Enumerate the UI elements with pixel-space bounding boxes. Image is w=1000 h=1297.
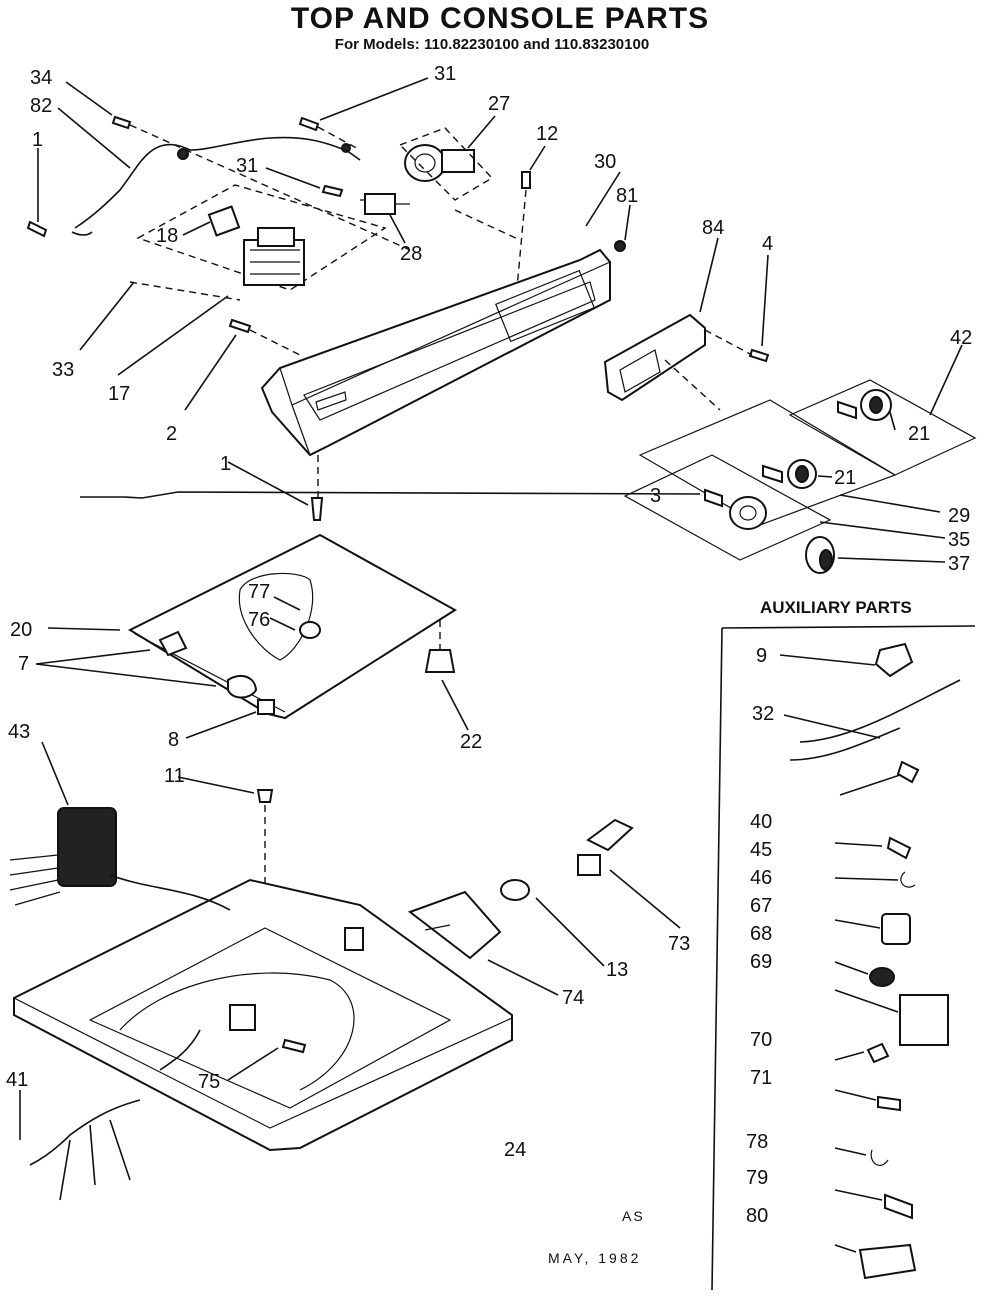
callout-29: 29 xyxy=(948,505,970,527)
aux-part-32: 32 xyxy=(752,703,774,725)
callout-2: 2 xyxy=(166,423,177,445)
callout-1-top: 1 xyxy=(32,129,43,151)
aux-part-46: 46 xyxy=(750,867,772,889)
diagram-subtitle: For Models: 110.82230100 and 110.8323010… xyxy=(334,36,650,53)
auxiliary-parts-panel xyxy=(711,625,976,1291)
callout-30: 30 xyxy=(594,151,616,173)
aux-part-71: 71 xyxy=(750,1067,772,1089)
callout-73: 73 xyxy=(668,933,690,955)
aux-part-80: 80 xyxy=(746,1205,768,1227)
callout-24: 24 xyxy=(504,1139,526,1161)
callout-31-mid: 31 xyxy=(236,155,258,177)
callout-21-upper: 21 xyxy=(908,423,930,445)
callout-21-lower: 21 xyxy=(834,467,856,489)
wiring-and-transformer-group xyxy=(26,115,531,356)
callout-74: 74 xyxy=(562,987,584,1009)
callout-4: 4 xyxy=(762,233,773,255)
console-panel xyxy=(260,240,770,521)
callout-42: 42 xyxy=(950,327,972,349)
footer-date: MAY, 1982 xyxy=(548,1250,642,1266)
callout-numbers: 34 31 82 27 12 30 1 31 81 84 18 28 4 42 … xyxy=(6,63,972,1161)
footer-code: AS xyxy=(622,1208,645,1224)
aux-part-69: 69 xyxy=(750,951,772,973)
callout-75: 75 xyxy=(198,1071,220,1093)
aux-part-45: 45 xyxy=(750,839,772,861)
callout-77: 77 xyxy=(248,581,270,603)
callout-27: 27 xyxy=(488,93,510,115)
aux-part-79: 79 xyxy=(746,1167,768,1189)
callout-28: 28 xyxy=(400,243,422,265)
aux-part-9: 9 xyxy=(756,645,767,667)
callout-81: 81 xyxy=(616,185,638,207)
callout-18: 18 xyxy=(156,225,178,247)
top-cabinet xyxy=(9,807,634,1201)
callout-41: 41 xyxy=(6,1069,28,1091)
callout-7: 7 xyxy=(18,653,29,675)
callout-11: 11 xyxy=(164,765,185,787)
callout-82: 82 xyxy=(30,95,52,117)
callout-22: 22 xyxy=(460,731,482,753)
auxiliary-part-numbers: 9 32 40 45 46 67 68 69 70 71 78 79 80 xyxy=(746,645,774,1227)
aux-part-67: 67 xyxy=(750,895,772,917)
callout-76: 76 xyxy=(248,609,270,631)
knob-group xyxy=(623,379,977,574)
aux-part-70: 70 xyxy=(750,1029,772,1051)
callout-20: 20 xyxy=(10,619,32,641)
callout-35: 35 xyxy=(948,529,970,551)
callout-37: 37 xyxy=(948,553,970,575)
callout-3: 3 xyxy=(650,485,661,507)
lid-assembly xyxy=(127,533,457,925)
callout-1-console: 1 xyxy=(220,453,231,475)
aux-part-78: 78 xyxy=(746,1131,768,1153)
diagram-title: TOP AND CONSOLE PARTS xyxy=(290,2,710,35)
callout-12: 12 xyxy=(536,123,558,145)
callout-31-top: 31 xyxy=(434,63,456,85)
callout-leaders xyxy=(19,77,963,1253)
auxiliary-parts-heading: AUXILIARY PARTS xyxy=(760,598,912,617)
callout-33: 33 xyxy=(52,359,74,381)
callout-13: 13 xyxy=(606,959,628,981)
callout-34: 34 xyxy=(30,67,52,89)
callout-84: 84 xyxy=(702,217,724,239)
aux-part-40: 40 xyxy=(750,811,772,833)
aux-part-68: 68 xyxy=(750,923,772,945)
callout-43: 43 xyxy=(8,721,30,743)
callout-8: 8 xyxy=(168,729,179,751)
callout-17: 17 xyxy=(108,383,130,405)
